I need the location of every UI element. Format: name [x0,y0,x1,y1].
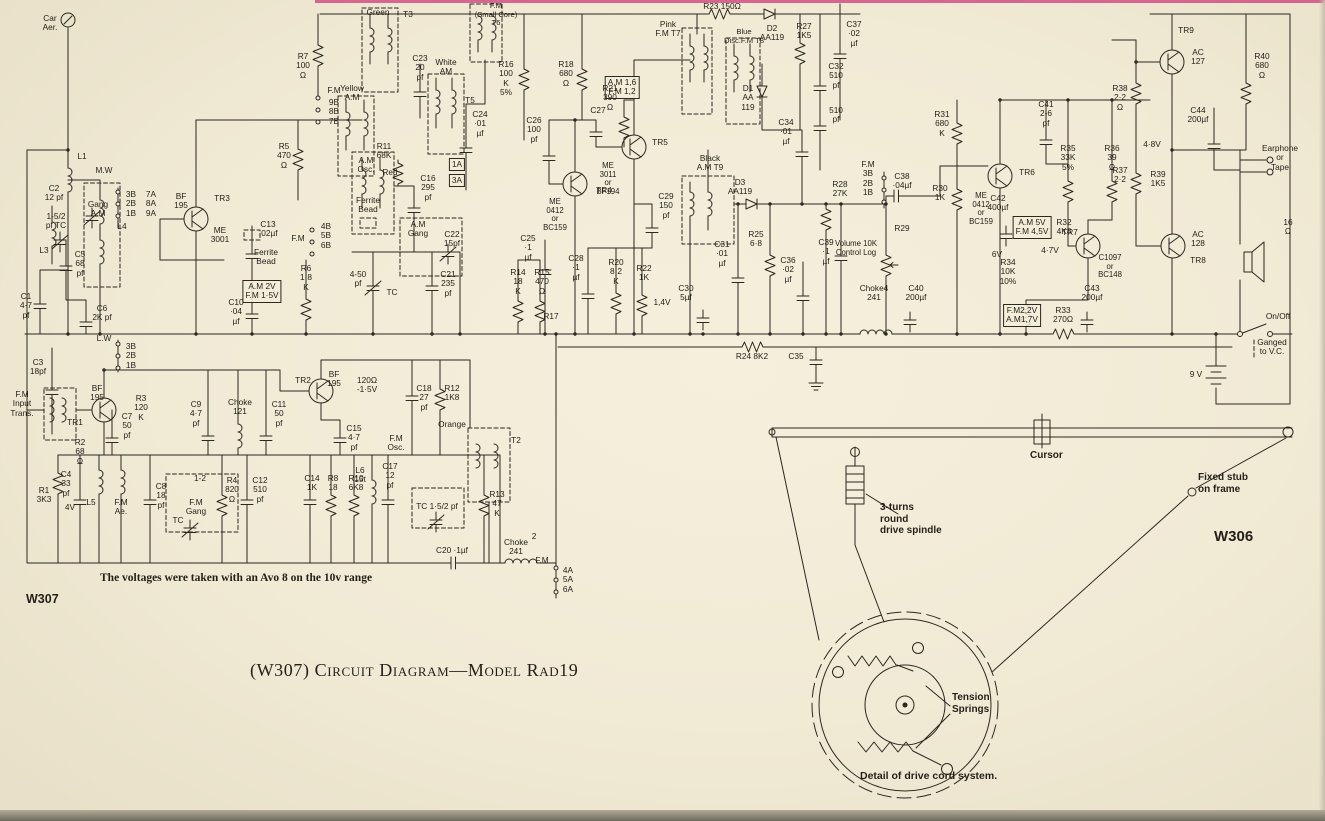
figure-number-w306: W306 [1214,528,1254,545]
fixed-stub-label: Fixed stub on frame [1198,472,1249,495]
scan-edge-right [1319,0,1325,821]
scan-edge-top [315,0,1325,3]
cursor-label: Cursor [1030,450,1063,461]
tension-springs-label: Tension Springs [952,692,990,715]
voltage-note: The voltages were taken with an Avo 8 on… [100,572,373,584]
drive-spindle-label: 3-turns round drive spindle [880,502,942,536]
figure-number-w307: W307 [26,592,59,606]
scan-edge-bottom [0,810,1325,821]
drive-detail-caption: Detail of drive cord system. [860,770,998,782]
figure-caption: (W307) Circuit Diagram—Model Rad19 [250,660,579,680]
